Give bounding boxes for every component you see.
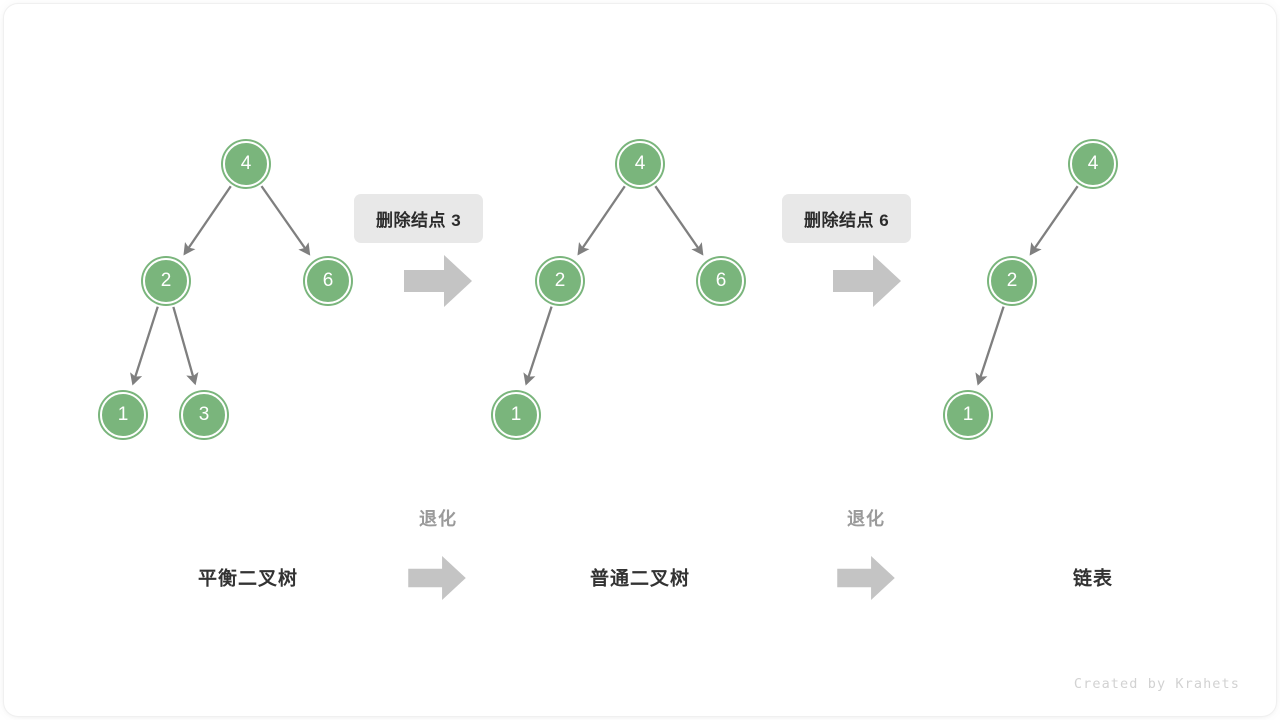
tree-edge-balanced-2-3 xyxy=(172,306,199,386)
watermark-credit: Created by Krahets xyxy=(1073,676,1240,692)
tree-node-balanced-6: 6 xyxy=(305,258,351,304)
tree-node-balanced-4: 4 xyxy=(223,141,269,187)
caption-arrow-delete-3 xyxy=(402,556,472,605)
tree-node-ordinary-2: 2 xyxy=(537,258,583,304)
tree-edge-linkedlist-2-1 xyxy=(975,306,1005,386)
transition-arrow-delete-6 xyxy=(833,255,901,312)
tree-node-linkedlist-2: 2 xyxy=(989,258,1035,304)
operation-chip-delete-3: 删除结点 3 xyxy=(354,194,484,243)
tree-edge-ordinary-4-6 xyxy=(654,185,704,256)
tree-node-balanced-1: 1 xyxy=(100,392,146,438)
tree-edge-ordinary-2-1 xyxy=(523,306,553,386)
stage-caption-linkedlist: 链表 xyxy=(1072,568,1114,590)
tree-node-ordinary-4: 4 xyxy=(617,141,663,187)
caption-arrow-delete-6 xyxy=(831,556,901,605)
tree-node-balanced-3: 3 xyxy=(181,392,227,438)
tree-edge-balanced-2-1 xyxy=(130,306,159,386)
tree-node-linkedlist-1: 1 xyxy=(945,392,991,438)
degrade-label-delete-3: 退化 xyxy=(419,509,457,529)
tree-node-balanced-2: 2 xyxy=(143,258,189,304)
transition-arrow-delete-3 xyxy=(404,255,472,312)
stage-caption-ordinary: 普通二叉树 xyxy=(589,568,691,590)
degrade-label-delete-6: 退化 xyxy=(847,509,885,529)
tree-node-ordinary-6: 6 xyxy=(698,258,744,304)
tree-edge-balanced-4-6 xyxy=(260,185,311,256)
tree-node-linkedlist-4: 4 xyxy=(1070,141,1116,187)
stage-caption-balanced: 平衡二叉树 xyxy=(197,568,299,590)
tree-edge-balanced-4-2 xyxy=(183,185,232,256)
figure-frame xyxy=(4,4,1276,716)
operation-chip-delete-6: 删除结点 6 xyxy=(782,194,912,243)
tree-edge-linkedlist-4-2 xyxy=(1029,185,1079,256)
tree-node-ordinary-1: 1 xyxy=(493,392,539,438)
tree-edge-ordinary-4-2 xyxy=(577,185,626,256)
